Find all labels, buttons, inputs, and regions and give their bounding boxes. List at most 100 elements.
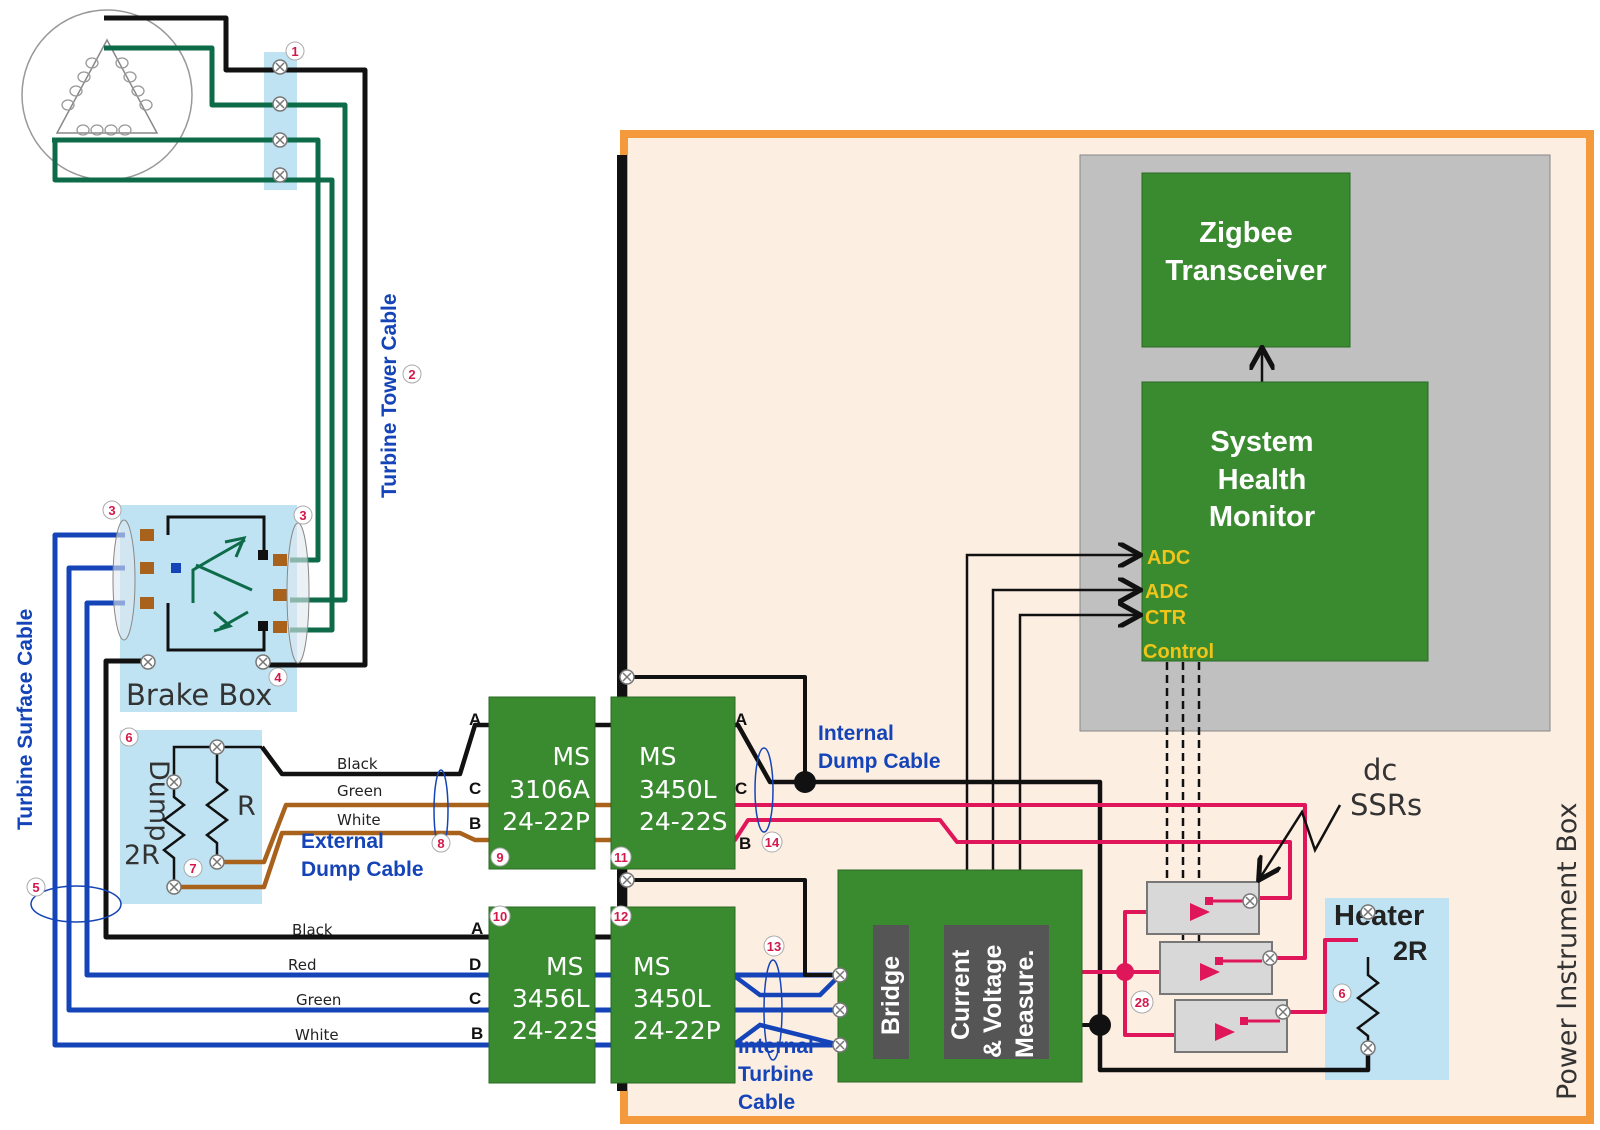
dc-ssrs (1146, 881, 1288, 1053)
badge-5: 5 (26, 877, 46, 897)
adc-1-label: ADC (1147, 547, 1190, 569)
internal-dump-label-2: Dump Cable (818, 750, 941, 773)
svg-text:9: 9 (496, 850, 503, 865)
pin-mid-a: A (735, 710, 747, 729)
svg-text:6: 6 (125, 730, 132, 745)
svg-text:10: 10 (493, 909, 507, 924)
top-terminal-strip (264, 52, 297, 190)
pin-top-b: B (469, 814, 481, 833)
c1-l2: 3106A (509, 775, 590, 804)
pin-bot-a: A (471, 919, 483, 938)
dump-r-label: R (237, 791, 256, 822)
power-instrument-box-label: Power Instrument Box (1552, 802, 1583, 1100)
connector-ms3106a (488, 696, 596, 870)
pin-top-a: A (469, 710, 481, 729)
connector-ms3450l-top (610, 696, 736, 870)
pin-mid-b: B (739, 834, 751, 853)
measure-label-1: Current (947, 949, 975, 1040)
wire-label-black-bottom: Black (292, 921, 333, 939)
badge-6-dump: 6 (119, 727, 139, 747)
pin-mid-c: C (735, 779, 747, 798)
ctr-label: CTR (1145, 607, 1187, 629)
generator-coils (61, 57, 153, 136)
dump-2r-label: 2R (124, 840, 160, 871)
c3-l1: MS (546, 952, 583, 981)
c4-l3: 24-22P (633, 1016, 721, 1045)
svg-text:14: 14 (765, 835, 780, 850)
wire-label-red-bottom: Red (288, 956, 317, 974)
badge-13: 13 (763, 935, 785, 957)
external-dump-label-2: Dump Cable (301, 858, 424, 881)
bridge-label: Bridge (877, 956, 905, 1035)
dump-resistors (161, 745, 262, 887)
internal-turbine-label-1: Internal (738, 1035, 814, 1058)
c2-l3: 24-22S (639, 807, 728, 836)
svg-text:28: 28 (1135, 995, 1149, 1010)
internal-turbine-label-2: Turbine (738, 1063, 813, 1086)
badge-7: 7 (183, 858, 203, 878)
measure-label-3: Measure. (1011, 950, 1039, 1058)
zigbee-label-2: Transceiver (1165, 255, 1326, 287)
generator-icon (21, 9, 193, 181)
badge-2: 2 (402, 364, 422, 384)
pin-bot-c: C (469, 989, 481, 1008)
badge-3-left: 3 (102, 500, 122, 520)
badge-11: 11 (610, 846, 632, 868)
badge-12: 12 (610, 905, 632, 927)
badge-28: 28 (1130, 990, 1154, 1014)
internal-dump-label-1: Internal (818, 722, 894, 745)
black-junction-bridge (1089, 1014, 1111, 1036)
badge-4: 4 (268, 667, 288, 687)
measure-box (944, 925, 1049, 1059)
heater-resistor (1355, 957, 1381, 1048)
badge-14: 14 (761, 831, 783, 853)
wire-label-green-top: Green (337, 782, 382, 800)
wire-label-white-bottom: White (295, 1026, 339, 1044)
black-junction-dump (794, 771, 816, 793)
badge-9: 9 (490, 847, 510, 867)
svg-text:8: 8 (437, 836, 444, 851)
system-health-monitor-box (1141, 381, 1429, 662)
control-dashed-lines (1165, 662, 1201, 1000)
svg-text:13: 13 (767, 939, 781, 954)
c4-l1: MS (633, 952, 670, 981)
ssr-pointer (1260, 804, 1342, 878)
pin-top-c: C (469, 779, 481, 798)
svg-text:11: 11 (614, 850, 628, 865)
c2-l2: 3450L (639, 775, 717, 804)
bulkhead-bar (617, 155, 627, 1091)
internal-turbine-wires (731, 973, 842, 1048)
pin-bot-d: D (469, 955, 481, 974)
c2-l1: MS (639, 742, 676, 771)
wire-label-black-top: Black (337, 755, 378, 773)
tower-cable-label: Turbine Tower Cable (378, 293, 401, 498)
wire-label-white-top: White (337, 811, 381, 829)
zigbee-label-1: Zigbee (1199, 217, 1292, 249)
shm-label-1: System (1210, 426, 1313, 458)
pin-bot-b: B (471, 1024, 483, 1043)
svg-text:7: 7 (189, 861, 196, 876)
surface-cable-wires (52, 532, 840, 1048)
badge-8: 8 (431, 833, 451, 853)
adc-2-label: ADC (1145, 581, 1188, 603)
brake-switch-internals (112, 515, 310, 664)
shm-label-3: Monitor (1209, 501, 1315, 533)
svg-text:5: 5 (32, 880, 39, 895)
heater-label: Heater (1334, 900, 1424, 932)
badge-1: 1 (285, 41, 305, 61)
zigbee-transceiver-box (1141, 172, 1351, 348)
connector-ms3456l (488, 906, 596, 1084)
c4-l2: 3450L (633, 984, 711, 1013)
badge-3-right: 3 (293, 505, 313, 525)
shm-label-2: Health (1218, 464, 1307, 496)
c3-l3: 24-22S (512, 1016, 601, 1045)
badge-10: 10 (489, 905, 511, 927)
svg-text:1: 1 (291, 44, 298, 59)
heater-2r-label: 2R (1393, 936, 1428, 966)
svg-text:3: 3 (299, 508, 306, 523)
c1-l3: 24-22P (502, 807, 590, 836)
badge-6-heater: 6 (1332, 983, 1352, 1003)
measure-label-2: & Voltage (979, 944, 1007, 1058)
svg-text:2: 2 (408, 367, 415, 382)
